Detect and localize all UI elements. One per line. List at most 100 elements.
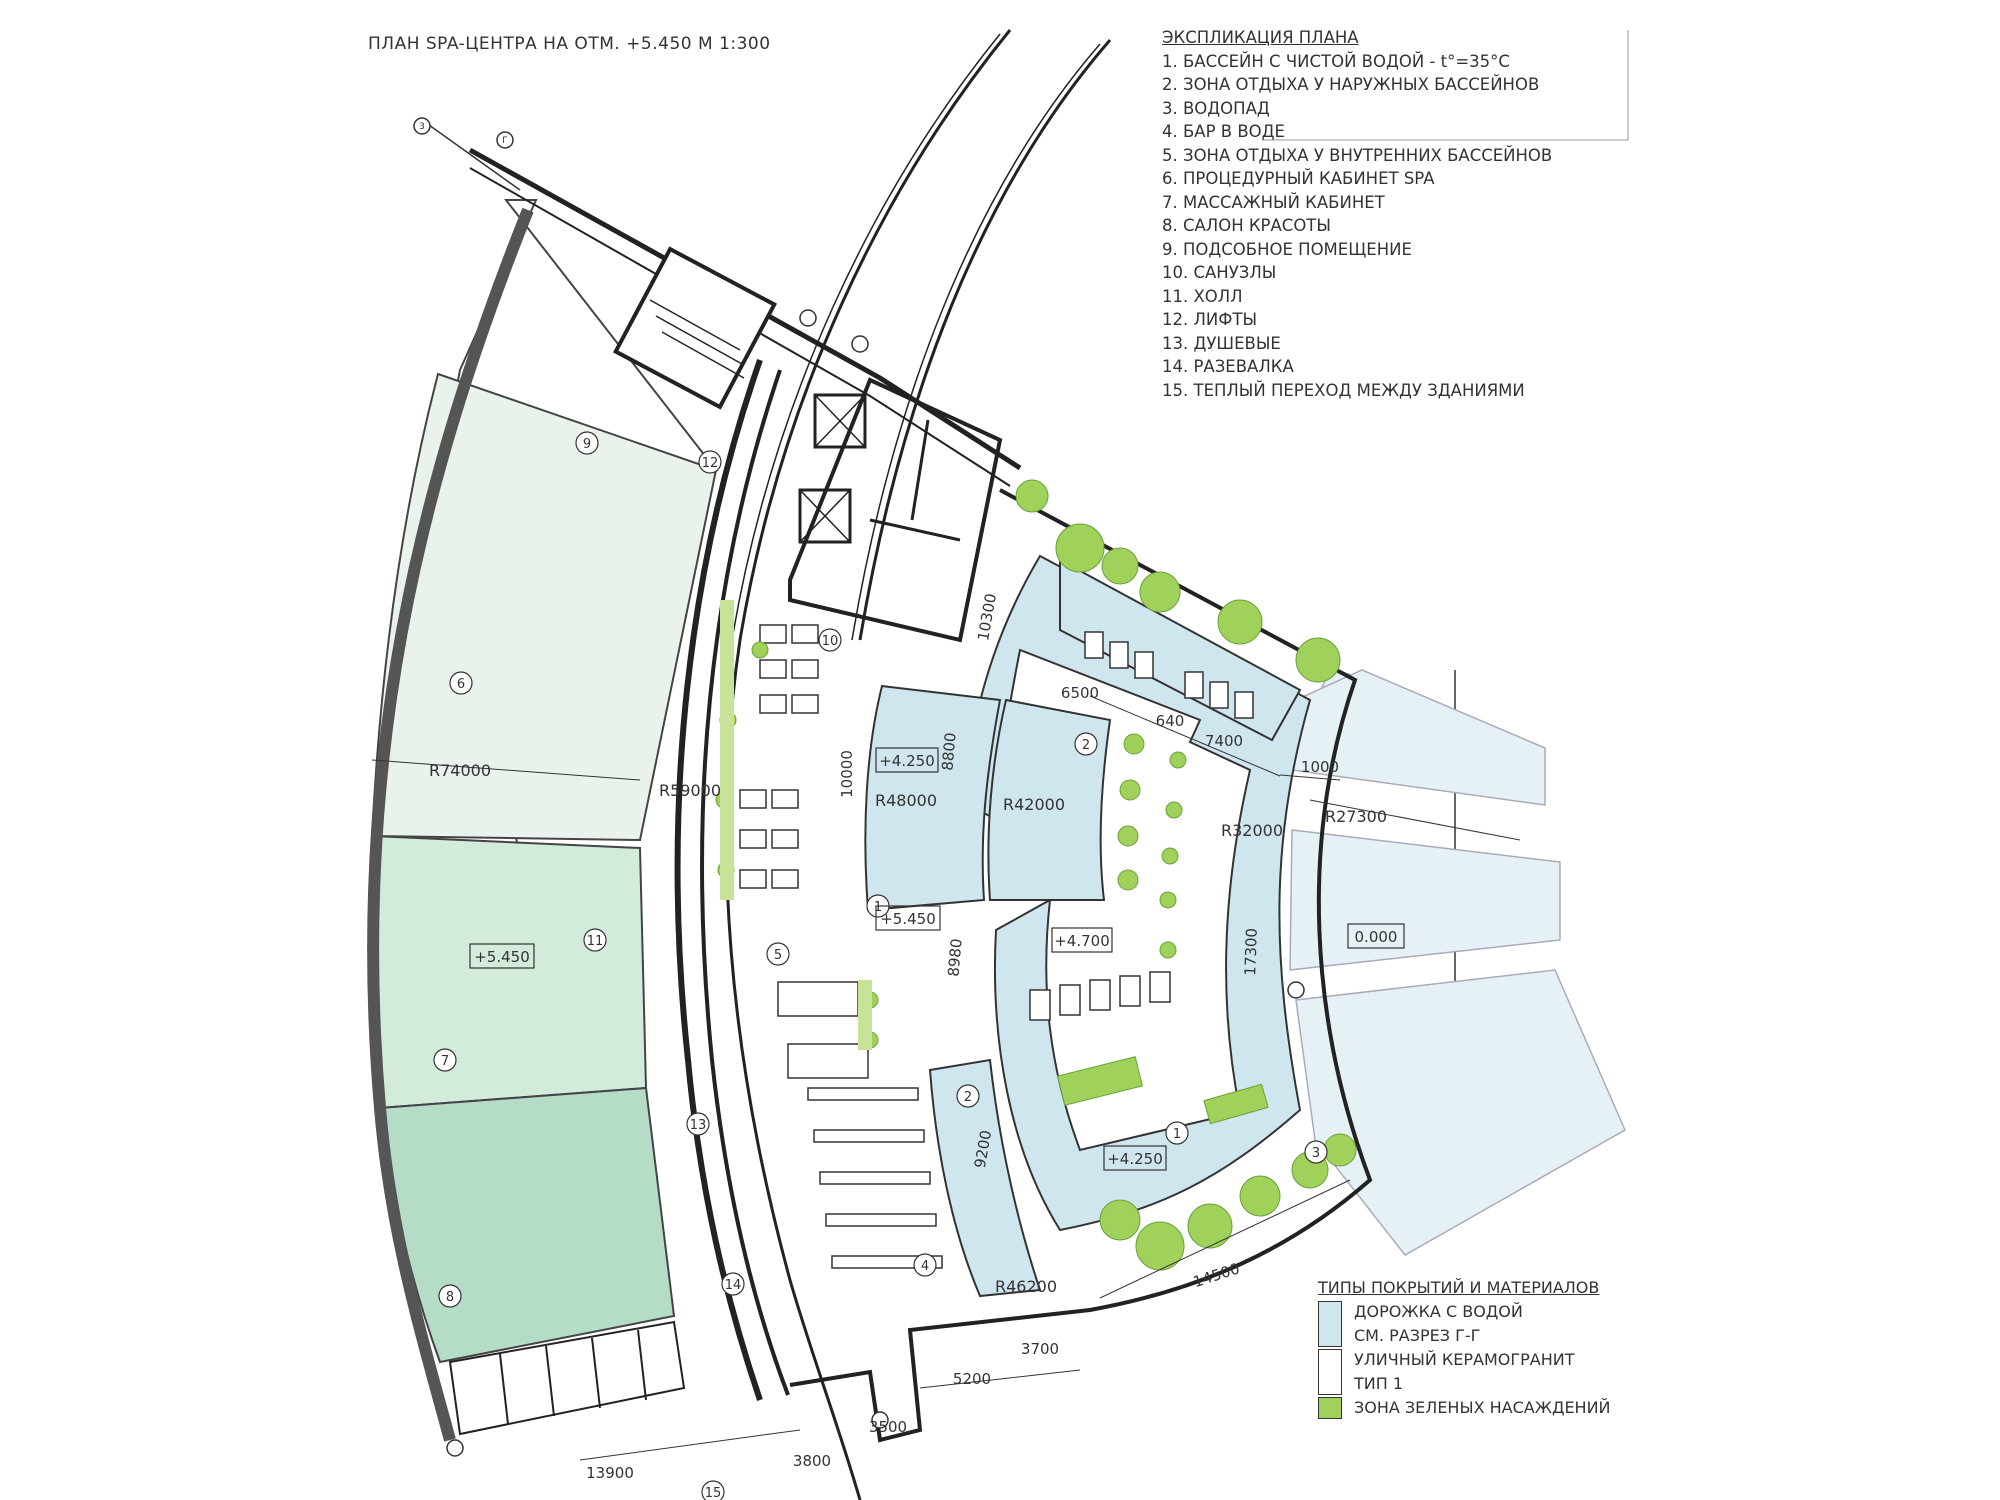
plant: [1139, 571, 1181, 613]
room-number-8: 8: [446, 1290, 454, 1305]
legend-header: ЭКСПЛИКАЦИЯ ПЛАНА: [1162, 28, 1359, 47]
material-granite-line2: ТИП 1: [1354, 1374, 1404, 1393]
changing-benches: [777, 981, 943, 1269]
material-water-line1: ДОРОЖКА С ВОДОЙ: [1354, 1302, 1523, 1321]
bridge-arc-inner-inner: [851, 43, 1101, 641]
bridge-arc-outer-inner: [731, 33, 1001, 641]
axis-marker: [799, 309, 817, 327]
room-number-13: 13: [690, 1118, 707, 1133]
level-4700: +4.700: [1054, 932, 1110, 950]
lounger: [791, 659, 819, 679]
staircase: [612, 246, 778, 410]
room-number-1b: 1: [1173, 1127, 1181, 1142]
level-box: [875, 747, 939, 773]
plant: [1015, 479, 1049, 513]
axis-letter-top: Г: [502, 136, 508, 146]
corridor-wall-arc: [700, 369, 790, 1396]
plan-legend: ЭКСПЛИКАЦИЯ ПЛАНА 1. БАССЕЙН С ЧИСТОЙ ВО…: [1162, 26, 1622, 402]
lounger: [771, 789, 799, 809]
radius-r32000: R32000: [1221, 821, 1283, 840]
room-number-9: 9: [583, 437, 591, 452]
room-number-circles: [433, 431, 1328, 1500]
room-number-7: 7: [441, 1054, 449, 1069]
dim-line: [1099, 1179, 1351, 1299]
lounger: [1184, 671, 1204, 699]
room-circle: [818, 628, 842, 652]
room-circle: [433, 1048, 457, 1072]
top-link-wall: [468, 147, 1022, 471]
plant: [1159, 891, 1177, 909]
level-boxes: [469, 747, 1405, 1171]
dim-line: [371, 759, 641, 781]
dim-10000: 10000: [838, 750, 856, 798]
outdoor-pool-middle: [1289, 829, 1561, 971]
axis-marker: [496, 131, 514, 149]
room-circle: [575, 431, 599, 455]
dim-line: [1279, 774, 1341, 781]
elevator-1: [813, 393, 867, 449]
room-circle: [913, 1253, 937, 1277]
lounger: [771, 869, 799, 889]
material-granite-line1: УЛИЧНЫЙ КЕРАМОГРАНИТ: [1354, 1350, 1575, 1369]
axis-number-top: 3: [419, 122, 425, 132]
level-box: [875, 905, 941, 931]
bar-pool: [928, 1058, 1042, 1298]
section-line-top: [421, 119, 521, 191]
level-4250a: +4.250: [879, 752, 935, 770]
bench: [807, 1087, 919, 1101]
bench: [819, 1171, 931, 1185]
lounger: [791, 694, 819, 714]
legend-item: 10. САНУЗЛЫ: [1162, 263, 1277, 282]
lounger: [1089, 979, 1111, 1011]
legend-item: 8. САЛОН КРАСОТЫ: [1162, 216, 1331, 235]
core-block: [788, 377, 1003, 643]
dim-13900: 13900: [586, 1464, 634, 1482]
plant: [1135, 1221, 1185, 1271]
plant: [1217, 599, 1263, 645]
lounger: [739, 829, 767, 849]
level-5450-room: +5.450: [474, 948, 530, 966]
level-box: [469, 943, 535, 969]
outdoor-pool-lower: [1295, 969, 1626, 1256]
plant: [1323, 1133, 1357, 1167]
legend-item: 11. ХОЛЛ: [1162, 286, 1243, 306]
plant: [1239, 1175, 1281, 1217]
axis-marker: [446, 1439, 464, 1457]
radius-r46200: R46200: [995, 1277, 1057, 1296]
legend-item: 13. ДУШЕВЫЕ: [1162, 333, 1281, 353]
showers-2: [787, 1043, 869, 1079]
radius-labels: R74000 R59000 R48000 R42000 R32000 R2730…: [429, 761, 1387, 1296]
level-5450-hall: +5.450: [880, 910, 936, 928]
outdoor-pools: [1289, 669, 1626, 1256]
material-water: ДОРОЖКА С ВОДОЙ СМ. РАЗРЕЗ Г-Г: [1318, 1300, 1648, 1348]
dim-14500: 14500: [1191, 1259, 1242, 1291]
room-number-12: 12: [702, 456, 719, 471]
room-number-4: 4: [921, 1259, 929, 1274]
legend-item: 6. ПРОЦЕДУРНЫЙ КАБИНЕТ SPA: [1162, 169, 1435, 188]
dim-8980: 8980: [944, 938, 965, 978]
bridge-arc-inner: [858, 39, 1112, 641]
room-number-15: 15: [705, 1486, 722, 1500]
dim-3800: 3800: [793, 1452, 831, 1470]
lounger: [1084, 631, 1104, 659]
room-number-5: 5: [774, 948, 782, 963]
lounger: [1234, 691, 1254, 719]
material-granite: УЛИЧНЫЙ КЕРАМОГРАНИТ ТИП 1: [1318, 1348, 1648, 1396]
room-number-3: 3: [1312, 1146, 1320, 1161]
plant: [1165, 801, 1183, 819]
plant: [751, 641, 769, 659]
plant: [1117, 825, 1139, 847]
room-number-14: 14: [725, 1278, 742, 1293]
dim-6500: 6500: [1061, 684, 1099, 702]
plant: [1161, 847, 1179, 865]
material-water-line2: СМ. РАЗРЕЗ Г-Г: [1354, 1326, 1481, 1345]
legend-frame-line: [1262, 30, 1629, 141]
swatch-water: [1318, 1301, 1342, 1347]
dim-8800: 8800: [938, 732, 959, 772]
room-number-2b: 2: [964, 1090, 972, 1105]
lounger: [1119, 975, 1141, 1007]
terrace-outline: [789, 488, 1373, 1443]
room-number-10: 10: [822, 634, 839, 649]
outdoor-pool-upper: [1291, 669, 1546, 806]
lounger: [739, 869, 767, 889]
